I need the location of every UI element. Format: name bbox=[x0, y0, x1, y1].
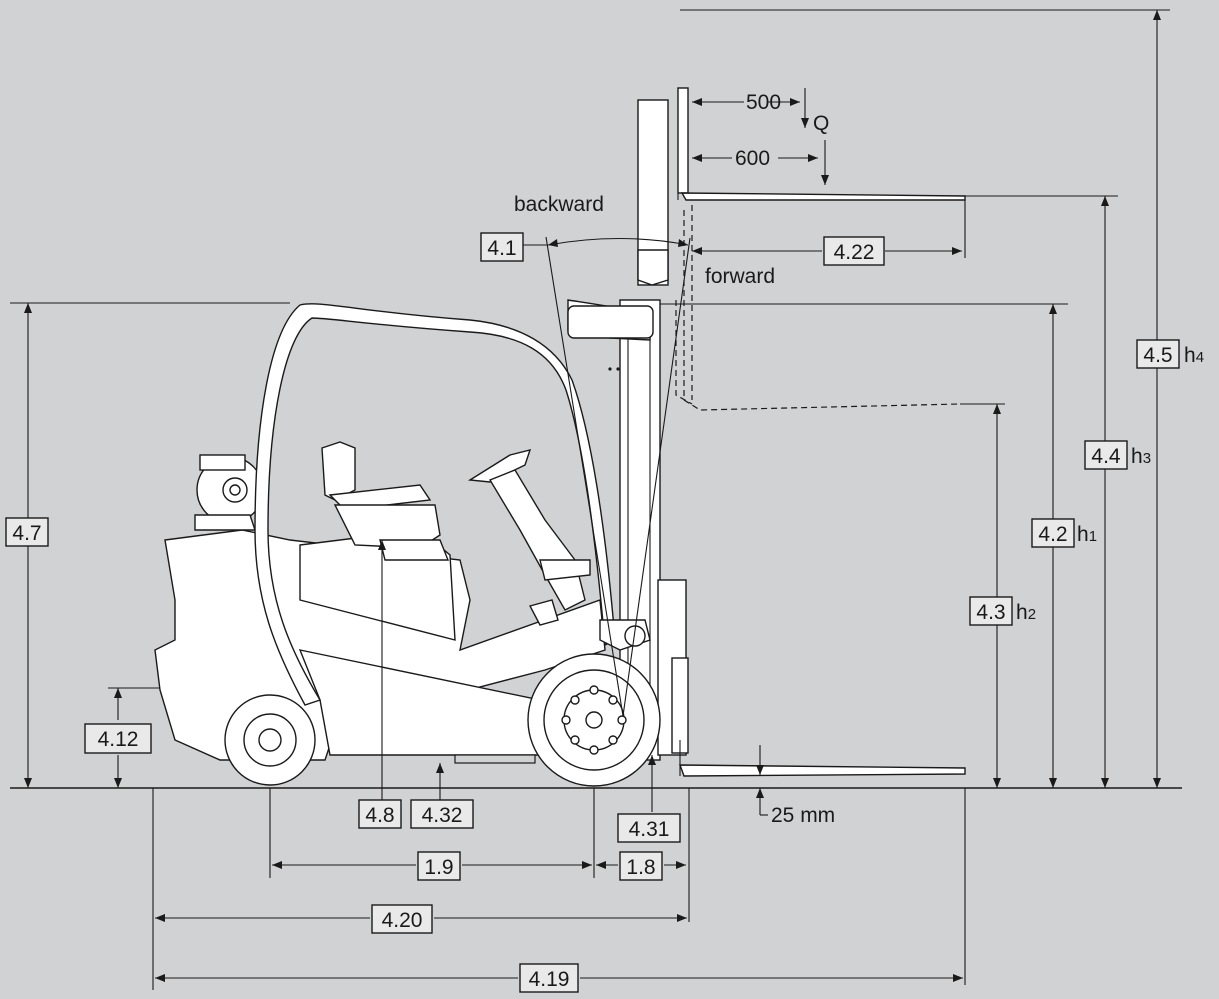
label-4-1: 4.1 bbox=[480, 232, 524, 262]
label-4-5: 4.5 h4 bbox=[1136, 339, 1204, 369]
symbol-h2: h2 bbox=[1016, 601, 1036, 624]
label-4-8: 4.8 bbox=[358, 799, 402, 829]
dim-600: 600 bbox=[735, 147, 770, 170]
svg-text:4.8: 4.8 bbox=[365, 804, 394, 827]
front-wheel bbox=[527, 653, 661, 787]
svg-text:4.19: 4.19 bbox=[529, 968, 570, 991]
svg-text:4.7: 4.7 bbox=[12, 522, 41, 545]
label-1-8: 1.8 bbox=[619, 851, 663, 881]
label-4-3: 4.3 h2 bbox=[969, 596, 1036, 626]
mast-assembly bbox=[608, 87, 966, 777]
load-q: Q bbox=[813, 112, 829, 135]
label-4-20: 4.20 bbox=[371, 904, 433, 934]
svg-text:4.20: 4.20 bbox=[382, 909, 423, 932]
svg-text:4.4: 4.4 bbox=[1091, 445, 1121, 468]
label-4-7: 4.7 bbox=[5, 517, 49, 547]
svg-text:1.8: 1.8 bbox=[626, 856, 655, 879]
annotations: backward forward 500 600 Q 25 mm bbox=[514, 91, 835, 827]
svg-text:4.5: 4.5 bbox=[1143, 344, 1172, 367]
label-4-12: 4.12 bbox=[84, 723, 152, 754]
forward-label: forward bbox=[705, 265, 775, 288]
svg-text:4.32: 4.32 bbox=[422, 804, 463, 827]
svg-text:4.2: 4.2 bbox=[1038, 523, 1067, 546]
label-4-31: 4.31 bbox=[617, 813, 681, 843]
backward-label: backward bbox=[514, 193, 604, 216]
label-4-22: 4.22 bbox=[823, 236, 885, 266]
symbol-h4: h4 bbox=[1184, 344, 1204, 367]
label-4-19: 4.19 bbox=[519, 963, 579, 993]
operator-seat bbox=[321, 441, 450, 561]
dimension-lines bbox=[10, 9, 1170, 990]
svg-text:4.22: 4.22 bbox=[834, 241, 875, 264]
label-4-4: 4.4 h3 bbox=[1084, 440, 1151, 470]
steering-column bbox=[467, 449, 591, 626]
svg-text:4.31: 4.31 bbox=[629, 818, 670, 841]
symbol-h3: h3 bbox=[1131, 445, 1151, 468]
label-4-32: 4.32 bbox=[410, 799, 474, 829]
svg-text:1.9: 1.9 bbox=[424, 856, 453, 879]
symbol-h1: h1 bbox=[1077, 523, 1097, 546]
label-4-2: 4.2 h1 bbox=[1031, 518, 1097, 548]
label-1-9: 1.9 bbox=[417, 851, 461, 881]
dim-500: 500 bbox=[746, 91, 781, 114]
clearance-25mm: 25 mm bbox=[771, 804, 835, 827]
rear-wheel bbox=[224, 694, 316, 786]
svg-text:4.1: 4.1 bbox=[487, 237, 516, 260]
svg-text:4.12: 4.12 bbox=[98, 728, 139, 751]
svg-text:4.3: 4.3 bbox=[976, 601, 1005, 624]
